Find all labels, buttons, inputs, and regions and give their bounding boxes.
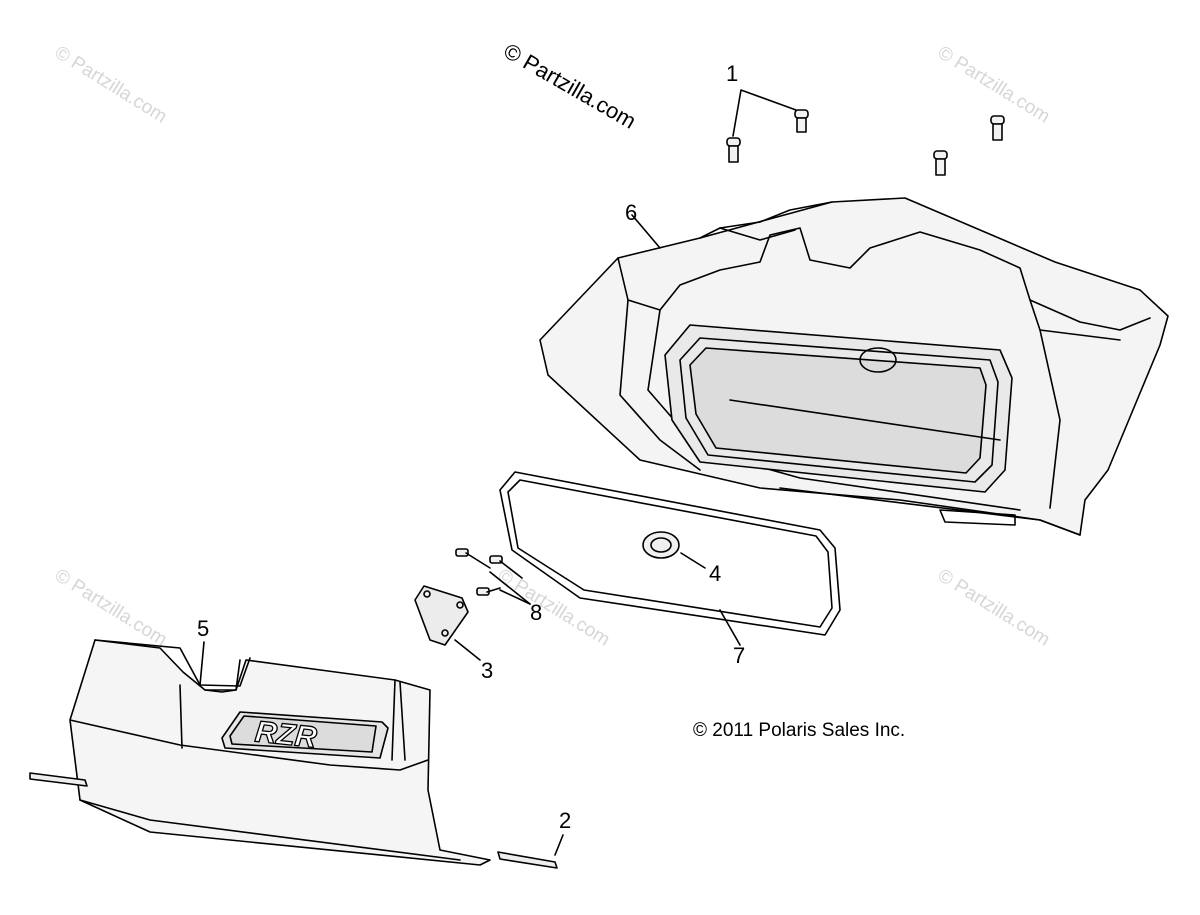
bolt-1-icon xyxy=(455,548,491,569)
bumper-icon xyxy=(642,531,680,559)
leader-7 xyxy=(719,609,741,646)
leader-8a xyxy=(489,571,531,605)
bolt-2-icon xyxy=(489,555,523,579)
pin-right-icon xyxy=(497,851,558,869)
screw-2-icon xyxy=(794,109,809,133)
screw-3-icon xyxy=(933,150,948,176)
glovebox-gasket xyxy=(499,471,841,636)
screw-1-icon xyxy=(726,137,741,163)
pin-left-icon xyxy=(29,772,88,787)
leader-8b xyxy=(499,589,531,605)
leader-3 xyxy=(454,639,481,661)
copyright-notice: © 2011 Polaris Sales Inc. xyxy=(693,720,906,741)
leader-5 xyxy=(199,641,205,686)
callout-4: 4 xyxy=(709,561,722,586)
callout-3: 3 xyxy=(481,658,494,683)
rzr-logo: RZR xyxy=(253,715,318,754)
leader-6 xyxy=(631,214,661,249)
glovebox-door xyxy=(69,639,491,866)
glovebox-housing xyxy=(539,197,1169,536)
leader-2 xyxy=(554,834,564,856)
latch-plate-icon xyxy=(414,585,469,646)
screw-4-icon xyxy=(990,115,1005,141)
callout-7: 7 xyxy=(733,643,746,668)
callout-1: 1 xyxy=(726,61,739,86)
bolt-3-icon xyxy=(476,587,501,596)
leader-4 xyxy=(680,552,706,569)
callout-2: 2 xyxy=(559,808,572,833)
callout-6: 6 xyxy=(625,200,638,225)
callout-8: 8 xyxy=(530,600,543,625)
leader-1 xyxy=(732,89,797,137)
callout-5: 5 xyxy=(197,616,210,641)
